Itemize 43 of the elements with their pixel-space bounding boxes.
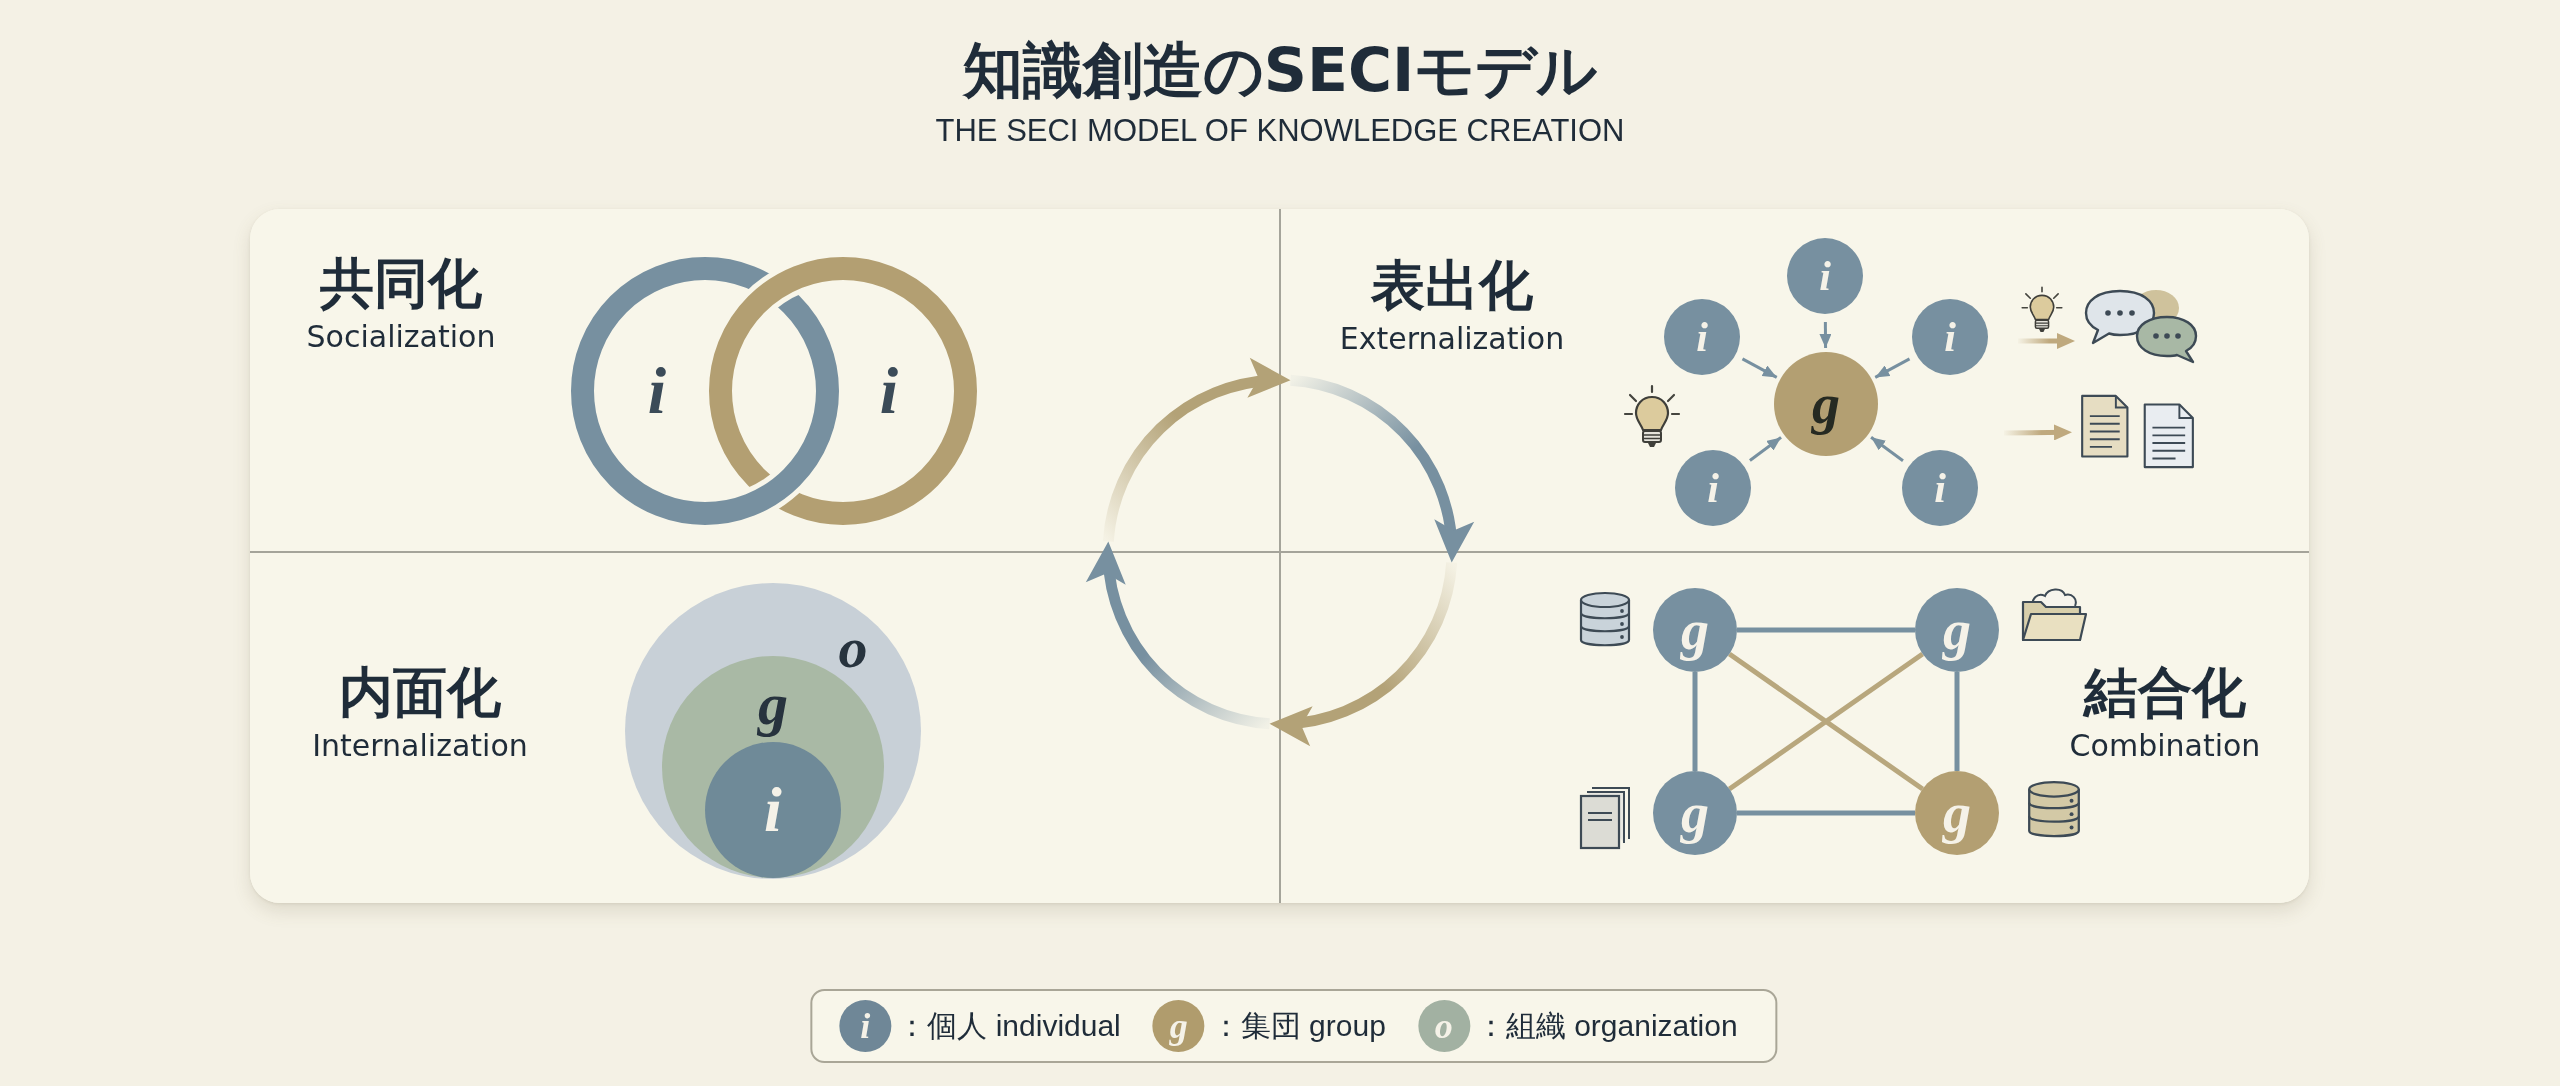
arrow xyxy=(1819,322,1832,348)
crossing-lines xyxy=(1726,651,1926,792)
symbol-letter: i xyxy=(879,358,899,424)
diagram-title: 知識創造のSECIモデル xyxy=(962,34,1598,106)
cycle-arrow xyxy=(1269,561,1458,744)
quadrant-subtitle: Socialization xyxy=(306,319,496,355)
cycle-arrow xyxy=(1088,541,1271,730)
symbol-letter: i xyxy=(1944,316,1956,358)
symbol-letter: i xyxy=(647,358,667,424)
legend-text: ：集団 group xyxy=(1210,1008,1386,1044)
connector-line xyxy=(1954,672,1960,771)
ring-node xyxy=(709,257,977,525)
quadrant-subtitle: Externalization xyxy=(1339,321,1565,357)
symbol-letter: o xyxy=(838,619,868,677)
light-bulb-icon xyxy=(2020,285,2064,335)
arrow xyxy=(1741,357,1778,379)
legend-text: ：組織 organization xyxy=(1475,1008,1738,1044)
legend-text: ：個人 individual xyxy=(897,1008,1121,1044)
cycle-arrow xyxy=(1289,374,1472,563)
quadrant-title: 共同化 xyxy=(320,253,482,315)
symbol-letter: i xyxy=(764,778,782,842)
quadrant-title: 結合化 xyxy=(2084,662,2246,724)
connector-line xyxy=(1692,672,1698,771)
quadrant-title: 表出化 xyxy=(1371,255,1533,317)
diagram-subtitle: THE SECI MODEL OF KNOWLEDGE CREATION xyxy=(935,113,1625,149)
symbol-letter: i xyxy=(1707,467,1719,509)
arrow xyxy=(1749,436,1782,462)
symbol-letter: i xyxy=(1934,467,1946,509)
quadrant-title: 内面化 xyxy=(339,662,501,724)
arrow xyxy=(2003,424,2073,441)
symbol-letter: i xyxy=(1696,316,1708,358)
symbol-letter: g xyxy=(1169,1008,1188,1044)
arrow xyxy=(1874,357,1911,379)
quadrant-subtitle: Combination xyxy=(2069,728,2261,764)
cycle-arrow xyxy=(1102,360,1291,543)
quadrant-subtitle: Internalization xyxy=(312,728,528,764)
symbol-letter: i xyxy=(860,1008,871,1044)
symbol-letter: o xyxy=(1434,1008,1453,1044)
arrow xyxy=(1870,436,1904,462)
symbol-letter: i xyxy=(1819,255,1831,297)
connector-line xyxy=(1737,627,1915,633)
connector-line xyxy=(1737,810,1915,816)
ring-node xyxy=(571,257,839,525)
